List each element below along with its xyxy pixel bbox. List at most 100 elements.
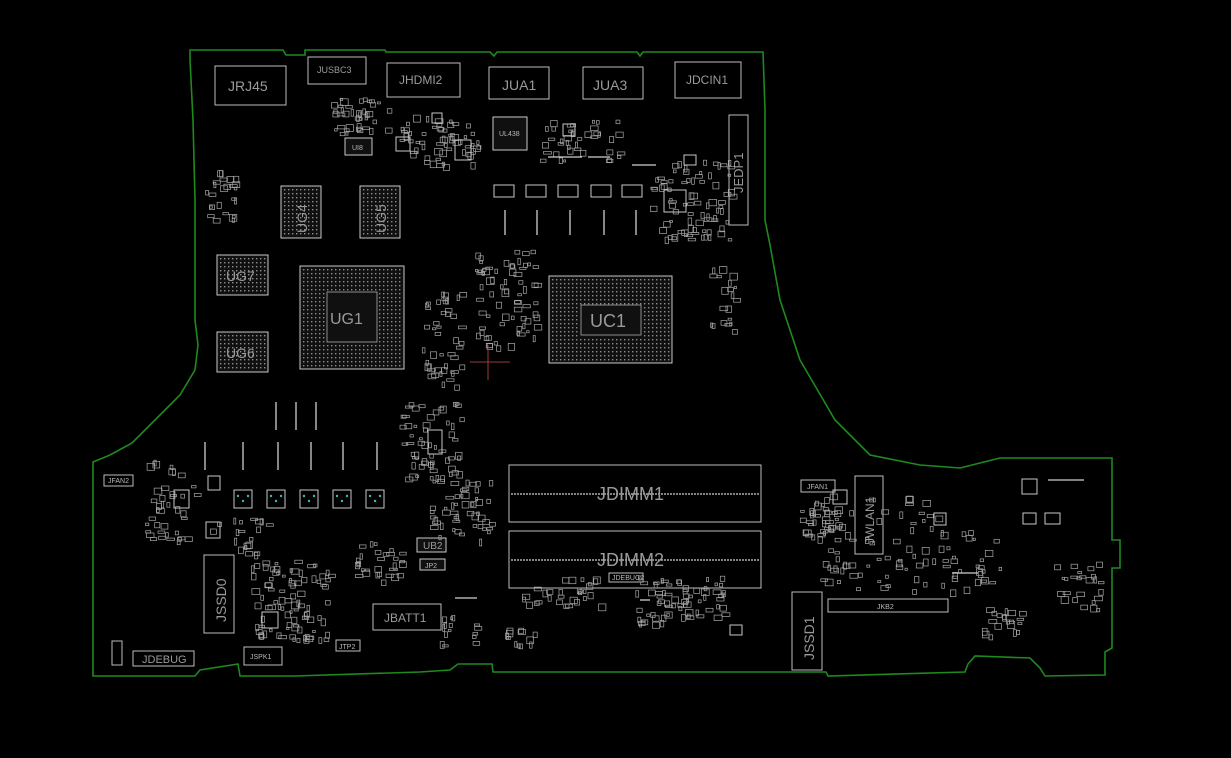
bga-pad [636,359,638,361]
bga-pad [371,269,373,271]
bga-pad [580,291,582,293]
bga-pad [248,278,250,280]
passive-component [213,181,217,189]
bga-pad [264,335,266,337]
bga-pad [560,287,562,289]
passive-component [433,321,440,326]
bga-pad [399,329,401,331]
passive-component [800,509,805,513]
via-dot [269,494,273,498]
passive-component [475,481,481,487]
bga-pad [636,283,638,285]
bga-pad [256,282,258,284]
bga-pad [387,341,389,343]
passive-component [834,537,842,543]
passive-component [474,487,479,494]
bga-pad [319,345,321,347]
passive-component [558,589,563,596]
bga-pad [335,353,337,355]
bga-pad [264,363,266,365]
bga-pad [648,335,650,337]
bga-pad [616,283,618,285]
passive-component [411,405,420,412]
passive-component [519,266,527,270]
connector-fan1 [800,479,836,493]
passive-component [433,444,437,450]
passive-component [708,172,712,180]
bga-pad [359,349,361,351]
passive-component [979,558,984,563]
bga-pad [608,291,610,293]
passive-component [421,132,427,136]
bga-pad [300,189,302,191]
passive-component [317,615,322,621]
bga-pad [387,213,389,215]
bga-pad [568,335,570,337]
passive-component [664,600,671,607]
bga-pad [391,361,393,363]
bga-pad [375,201,377,203]
passive-component [444,631,448,638]
bga-pad [664,323,666,325]
passive-component [688,192,695,200]
bga-pad [363,201,365,203]
bga-pad [664,307,666,309]
bga-pad [375,189,377,191]
passive-component [1007,610,1017,617]
passive-component [865,537,870,544]
bga-pad [395,289,397,291]
bga-pad [584,355,586,357]
bga-pad [644,327,646,329]
passive-component [984,550,994,557]
bga-pad [304,229,306,231]
bga-pad [383,293,385,295]
bga-pad [383,301,385,303]
bga-pad [660,283,662,285]
passive-component [965,534,973,542]
passive-component [479,284,484,291]
passive-component [533,586,542,592]
bga-pad [560,331,562,333]
bga-pad [636,347,638,349]
bga-pad [568,287,570,289]
bga-pad [383,233,385,235]
bga-pad [244,258,246,260]
bga-pad [656,359,658,361]
bga-pad [395,313,397,315]
bga-pad [311,325,313,327]
passive-component [231,197,237,201]
bga-pad [387,297,389,299]
bga-pad [224,286,226,288]
bga-pad [248,335,250,337]
passive-component [963,586,971,594]
bga-pad [363,205,365,207]
bga-pad [644,347,646,349]
passive-component [940,531,949,540]
passive-component [426,301,431,306]
bga-pad [652,331,654,333]
bga-pad [371,273,373,275]
bga-pad [292,233,294,235]
passive-component [951,575,958,582]
bga-pad [592,339,594,341]
bga-pad [652,283,654,285]
passive-component [533,324,543,331]
passive-component [671,236,677,241]
passive-component [617,155,622,159]
bga-pad [240,270,242,272]
bga-pad [387,301,389,303]
bga-pad [232,266,234,268]
bga-pad [375,361,377,363]
bga-pad [236,286,238,288]
bga-pad [307,365,309,367]
bga-pad [652,359,654,361]
bga-pad [620,339,622,341]
bga-pad [568,327,570,329]
passive-component [586,583,594,590]
passive-component [703,159,708,166]
bga-pad [303,285,305,287]
bga-pad [379,365,381,367]
passive-component [1002,614,1007,621]
bga-pad [664,279,666,281]
